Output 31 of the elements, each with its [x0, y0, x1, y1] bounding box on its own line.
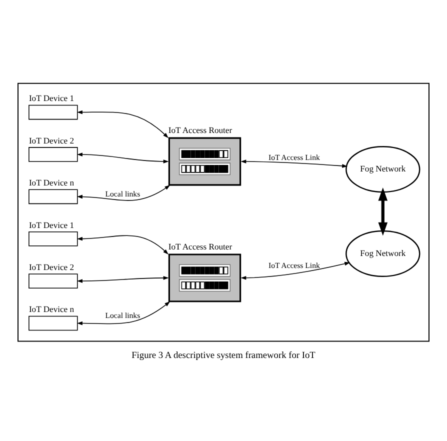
node-box: [28, 147, 78, 162]
node-label: IoT Device 1: [28, 220, 74, 230]
node-box: [28, 316, 78, 331]
arrow: [76, 276, 169, 283]
edge-label: Local links: [105, 190, 140, 199]
node-label: IoT Access Router: [168, 242, 232, 252]
edge-label: IoT Access Link: [268, 152, 320, 162]
node-box: [28, 104, 78, 120]
node-label: IoT Device n: [28, 178, 74, 188]
node-ellipse: Fog Network: [346, 230, 420, 277]
node-label: IoT Device 1: [28, 93, 74, 104]
caption: Figure 3 A descriptive system framework for IoT: [132, 351, 316, 362]
arrow: [76, 110, 168, 138]
node-box: [28, 189, 78, 204]
arrow: [240, 160, 348, 168]
edge-label: IoT Access Link: [268, 260, 320, 270]
cluster: [18, 82, 430, 342]
arrow: [76, 185, 170, 201]
edge-label: Local links: [105, 310, 140, 320]
node-label: IoT Device n: [28, 304, 74, 314]
arrow: [76, 301, 170, 326]
node-box: [28, 274, 78, 288]
node-ellipse: Fog Network: [346, 146, 420, 193]
node-label: IoT Device 2: [28, 135, 74, 146]
node-box: [28, 231, 78, 246]
arrow: [76, 152, 169, 164]
arrow: [240, 262, 350, 280]
arrow: [76, 235, 168, 255]
node-label: IoT Device 2: [28, 262, 74, 272]
node-label: IoT Access Router: [168, 125, 232, 136]
arrow: [378, 187, 388, 236]
